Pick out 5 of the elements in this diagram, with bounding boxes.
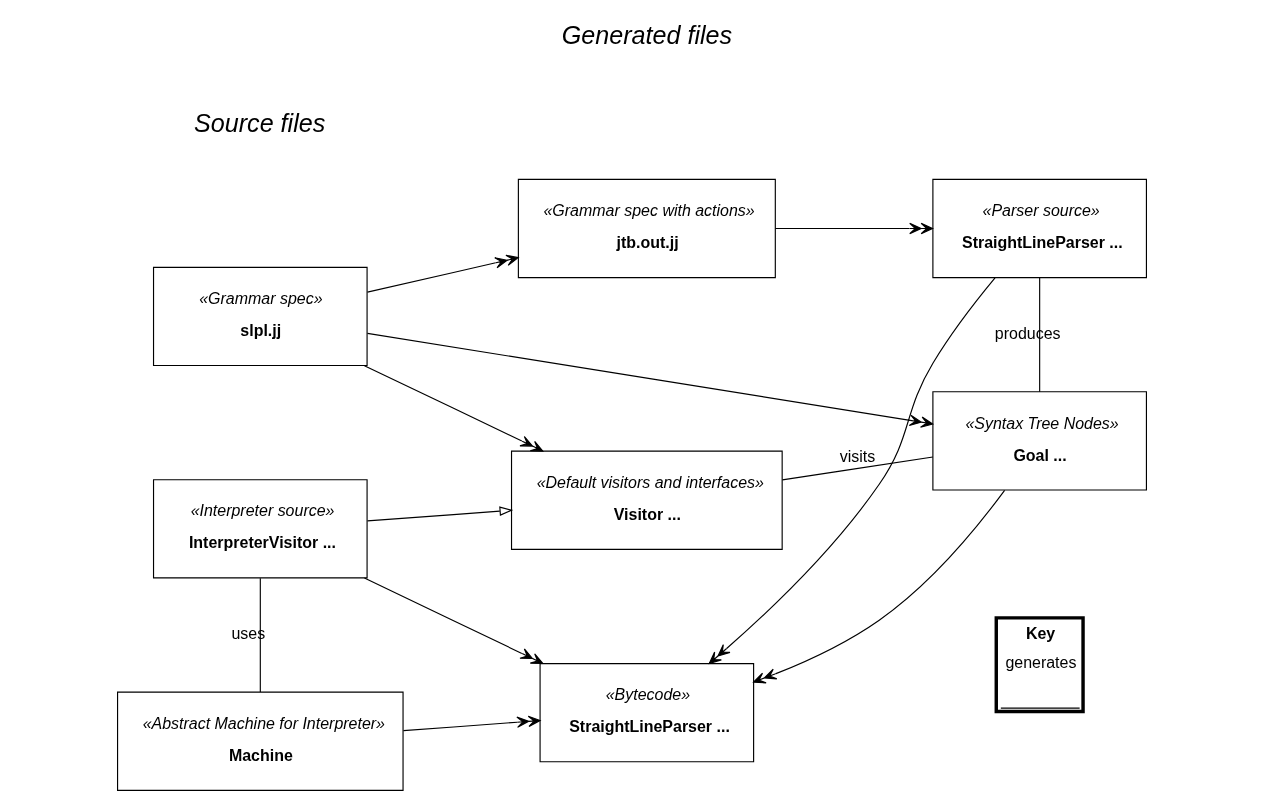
edge-label: visits <box>839 447 875 465</box>
label: Generated files <box>561 21 732 50</box>
label: Key <box>1025 624 1055 642</box>
legend-label: generates <box>1004 654 1076 672</box>
label: Source files <box>193 109 325 138</box>
